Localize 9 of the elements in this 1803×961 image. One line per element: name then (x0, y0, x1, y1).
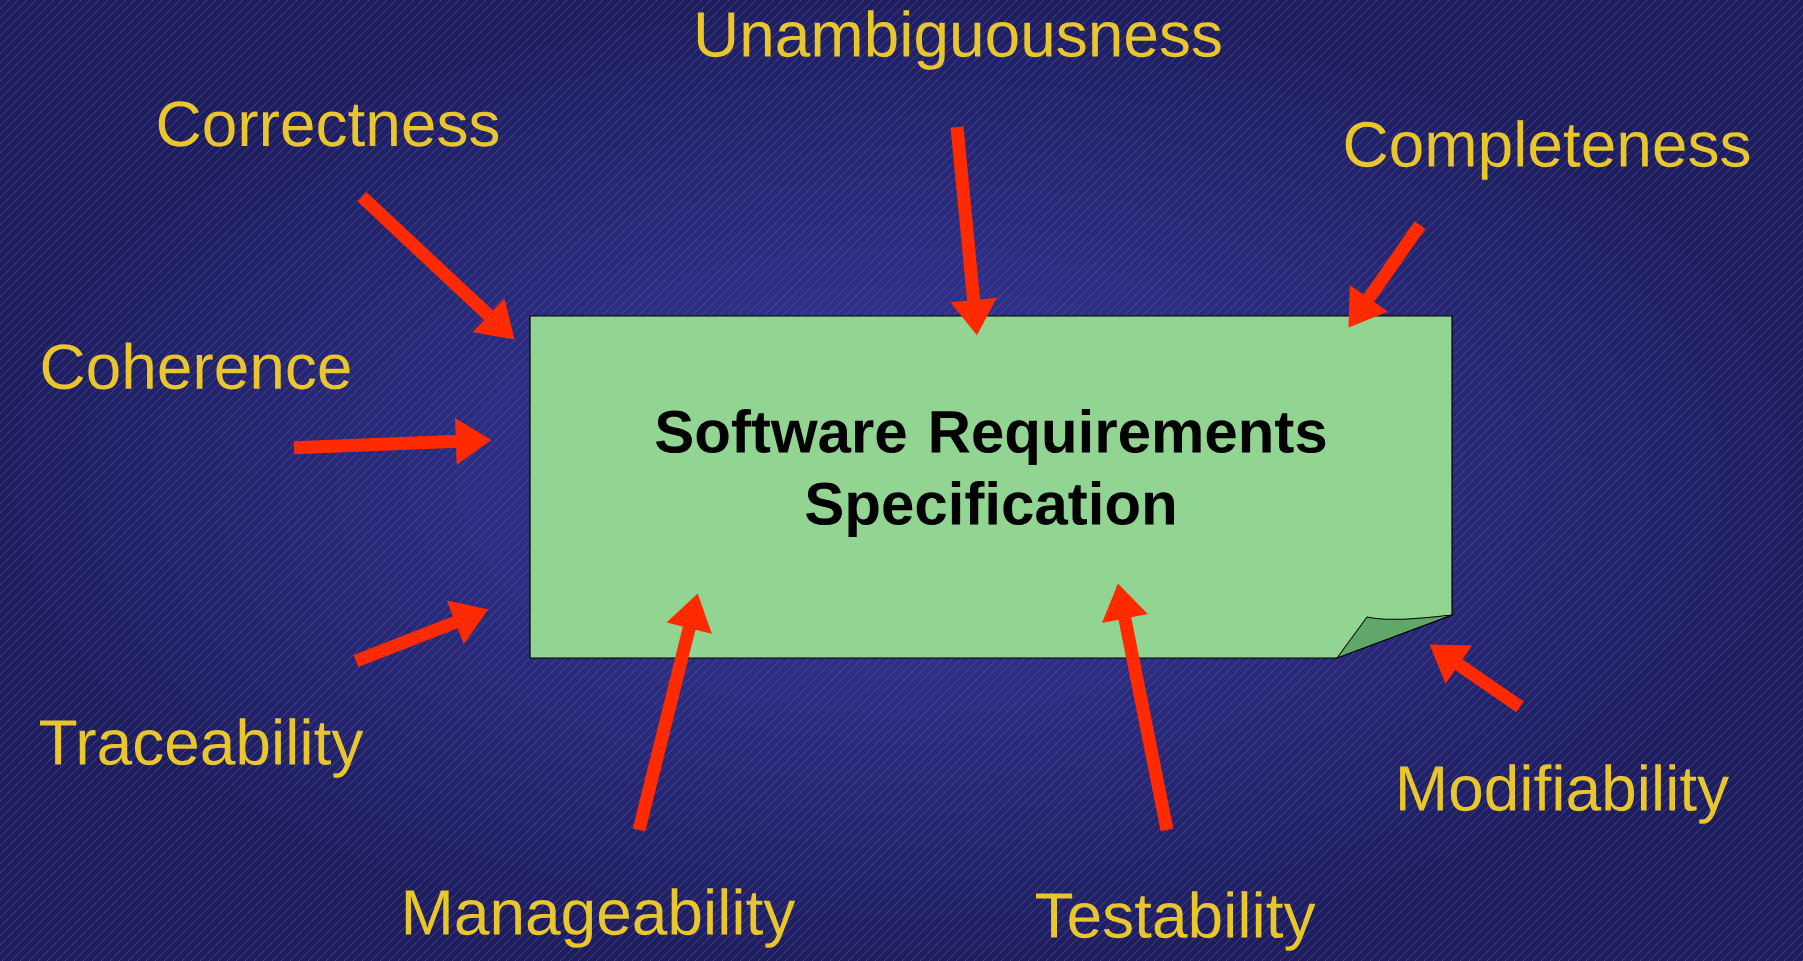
quality-label: Traceability (40, 718, 364, 778)
quality-label: Completeness (1345, 120, 1750, 180)
document-box: Software Requirements Specification (529, 315, 1453, 659)
quality-label: Testability (1035, 891, 1316, 951)
quality-label: Manageability (405, 888, 796, 948)
quality-label: Unambiguousness (697, 10, 1221, 70)
quality-label: Correctness (158, 101, 499, 147)
quality-label: Modifiability (1400, 764, 1729, 824)
quality-label: Coherence (42, 342, 350, 390)
